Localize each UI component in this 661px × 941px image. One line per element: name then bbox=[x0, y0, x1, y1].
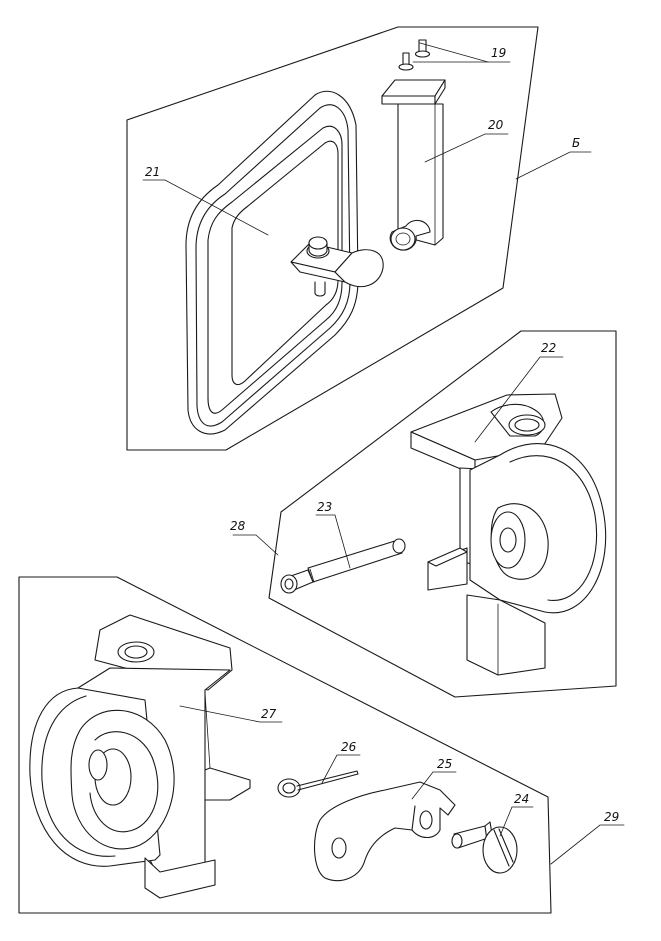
callout-20: 20 bbox=[488, 118, 504, 132]
callout-25: 25 bbox=[437, 757, 452, 771]
callout-29: 29 bbox=[604, 810, 619, 824]
part-22-body bbox=[410, 393, 607, 676]
callout-24: 24 bbox=[514, 792, 529, 806]
part-19-screws bbox=[398, 39, 431, 71]
callout-19: 19 bbox=[491, 46, 506, 60]
part-20-bracket bbox=[381, 79, 446, 251]
part-23-pin bbox=[280, 538, 406, 594]
callout-b: Б bbox=[572, 136, 580, 150]
part-27-housing bbox=[29, 614, 251, 899]
callout-21: 21 bbox=[145, 165, 160, 179]
part-25-lever bbox=[313, 781, 456, 882]
part-21-mirror bbox=[185, 90, 384, 435]
part-24-screw bbox=[451, 821, 518, 874]
group-28-frame bbox=[268, 330, 617, 698]
callout-22: 22 bbox=[541, 341, 556, 355]
part-26-spring bbox=[277, 770, 359, 798]
leader-lines bbox=[142, 42, 625, 865]
group-b-frame bbox=[126, 26, 539, 451]
callout-23: 23 bbox=[317, 500, 332, 514]
callout-labels: 19 20 21 Б 22 23 28 27 26 25 24 29 bbox=[145, 46, 619, 824]
callout-26: 26 bbox=[341, 740, 357, 754]
callout-27: 27 bbox=[261, 707, 277, 721]
group-29-frame bbox=[18, 576, 552, 914]
callout-28: 28 bbox=[230, 519, 246, 533]
